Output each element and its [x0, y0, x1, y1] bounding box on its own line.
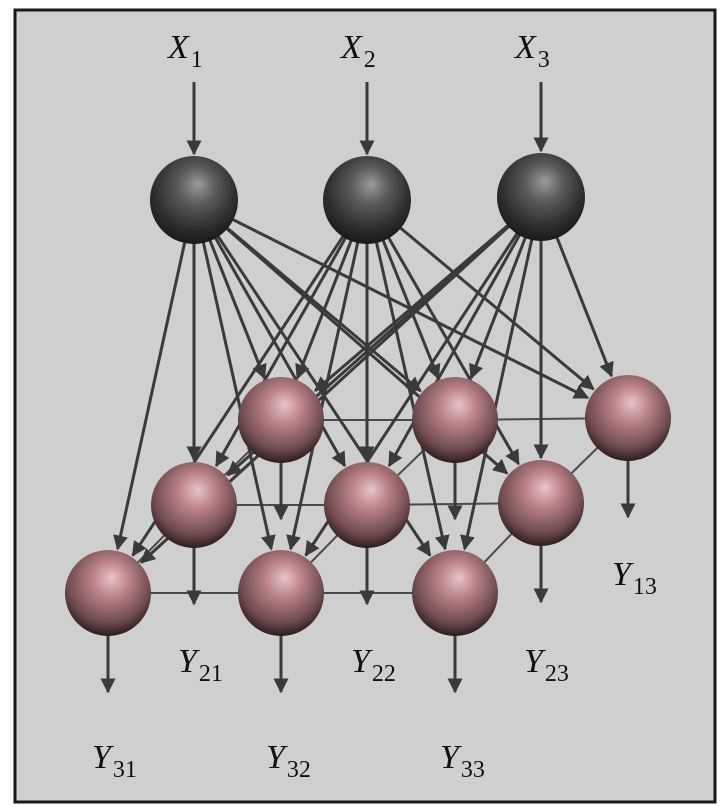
output-neuron: [238, 550, 324, 636]
input-label: X2: [339, 29, 376, 73]
weight-arrow: [295, 234, 355, 380]
input-label: X3: [513, 29, 550, 73]
connection-arrows: [100, 82, 636, 694]
weight-arrow: [227, 215, 590, 400]
input-neuron: [150, 156, 238, 244]
output-neuron: [498, 460, 584, 546]
output-neuron: [412, 550, 498, 636]
output-label: Y23: [524, 643, 569, 687]
output-neuron: [324, 462, 410, 548]
output-neuron: [65, 550, 151, 636]
input-neuron: [497, 153, 585, 241]
output-neuron: [412, 377, 498, 463]
output-neuron: [238, 377, 324, 463]
weight-arrow: [553, 231, 614, 378]
output-neuron: [151, 462, 237, 548]
output-label: Y31: [92, 739, 137, 783]
input-label: X1: [166, 29, 203, 73]
weight-arrow: [373, 236, 450, 551]
weight-arrow: [469, 231, 529, 380]
weight-arrow: [460, 233, 535, 551]
output-neuron: [585, 375, 671, 461]
output-label: Y13: [612, 556, 657, 600]
weight-arrow: [214, 232, 350, 468]
output-label: Y33: [440, 739, 485, 783]
output-label: Y22: [351, 643, 396, 687]
weight-arrow: [395, 223, 595, 391]
output-label: Y21: [178, 643, 223, 687]
network-nodes: [65, 153, 671, 636]
output-label: Y32: [266, 739, 311, 783]
weight-arrow: [379, 234, 441, 380]
input-neuron: [323, 156, 411, 244]
weight-arrow: [200, 236, 276, 551]
weight-arrow: [113, 236, 188, 551]
weight-arrow: [387, 229, 524, 468]
weight-arrow: [206, 234, 267, 380]
